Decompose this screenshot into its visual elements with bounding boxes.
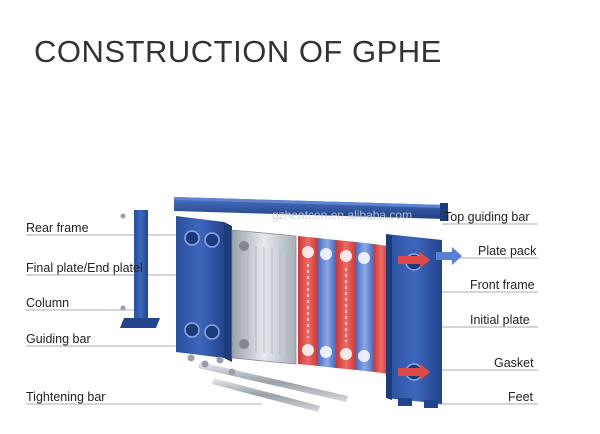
label-column: Column	[26, 296, 70, 310]
rear-frame	[176, 216, 232, 362]
label-rear-frame: Rear frame	[26, 221, 89, 235]
top-guiding-bar	[174, 197, 448, 221]
label-guiding-bar: Guiding bar	[26, 332, 91, 346]
label-front-frame: Front frame	[470, 278, 535, 292]
plate-pack	[298, 236, 388, 374]
column	[120, 210, 160, 328]
watermark: gzheatcen.en.alibaba.com	[272, 208, 412, 222]
label-plate-pack: Plate pack	[478, 244, 537, 258]
label-tightening-bar: Tightening bar	[26, 390, 106, 404]
final-plate	[231, 229, 297, 365]
label-gasket: Gasket	[494, 356, 534, 370]
label-top-guiding-bar: Top guiding bar	[444, 210, 530, 224]
label-initial-plate: Initial plate	[470, 313, 530, 327]
tightening-bars	[187, 354, 348, 412]
label-final-plate: Final plate/End platel	[26, 261, 143, 275]
front-frame	[386, 234, 462, 408]
label-feet: Feet	[508, 390, 534, 404]
page-title: CONSTRUCTION OF GPHE	[34, 34, 442, 69]
